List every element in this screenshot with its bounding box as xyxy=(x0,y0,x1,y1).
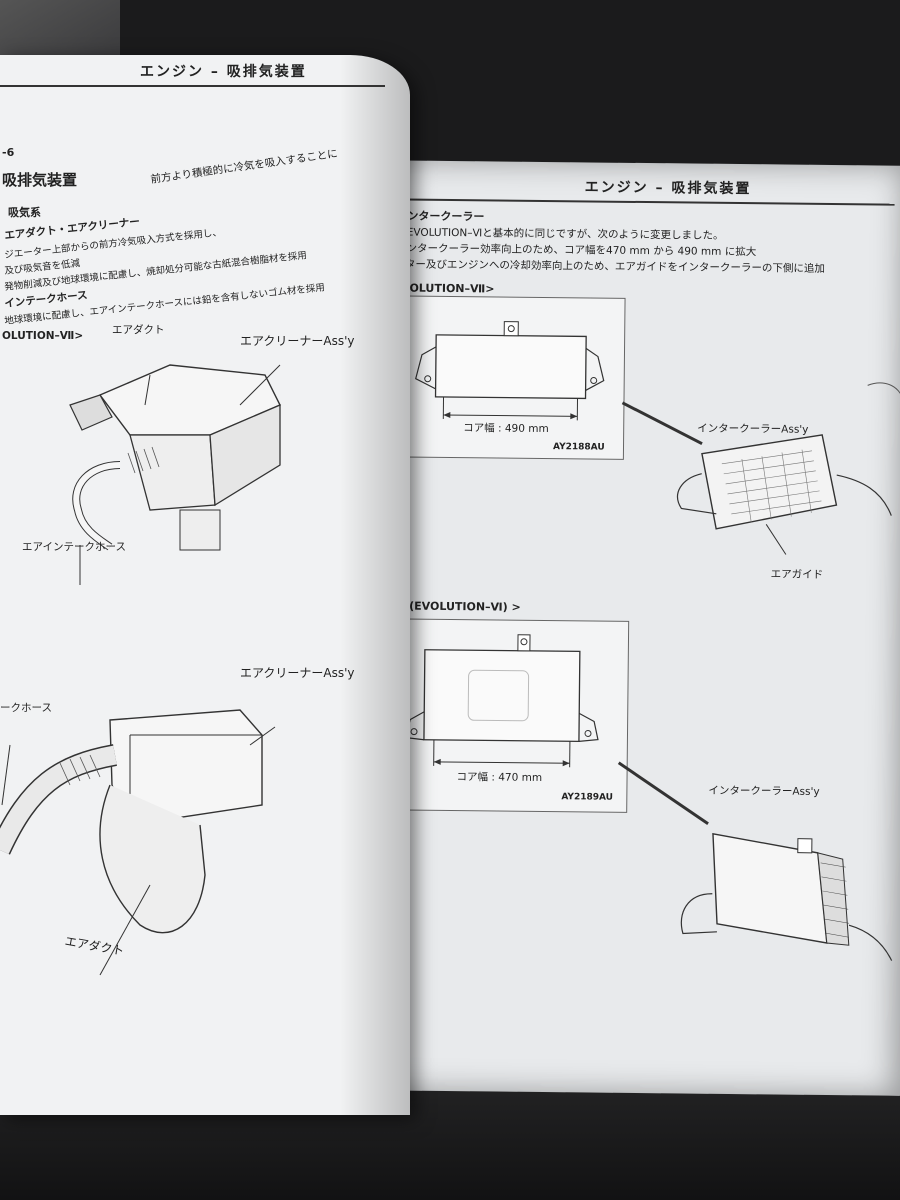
left-subsection-title: 吸気系 xyxy=(8,206,41,219)
item1-line-2: 及び吸気音を低減 xyxy=(3,258,81,277)
left-header-rule xyxy=(0,85,385,87)
core-width-label-470: コア幅 : 470 mm xyxy=(456,771,543,784)
intercooler-perspective-new xyxy=(621,382,900,555)
left-section-title: 吸排気装置 xyxy=(2,171,78,189)
left-page-number: -6 xyxy=(2,146,15,159)
item-intake-hose-title: インテークホース xyxy=(3,289,89,310)
left-page: エンジン – 吸排気装置 -6 吸排気装置 前方より積極的に冷気を吸入することに… xyxy=(0,55,410,1115)
intercooler-figure-box-base: コア幅 : 470 mm AY2189AU xyxy=(370,618,630,813)
figure-code-ay2188au: AY2188AU xyxy=(552,442,605,453)
left-page-header: エンジン – 吸排気装置 xyxy=(140,64,307,80)
right-page: エンジン – 吸排気装置 インタークーラー のEVOLUTION–Ⅵと基本的に同… xyxy=(345,160,900,1096)
air-cleaner-drawing-new xyxy=(69,364,281,585)
label-intercooler-assy-bottom: インタークーラーAss'y xyxy=(708,784,820,798)
label-air-cleaner-assy-bottom: エアクリーナーAss'y xyxy=(240,666,355,680)
label-air-duct-top: エアダクト xyxy=(112,324,165,336)
intercooler-490-drawing xyxy=(415,321,605,421)
right-text-line-1: のEVOLUTION–Ⅵと基本的に同じですが、次のように変更しました。 xyxy=(396,226,724,242)
intercooler-470-drawing xyxy=(405,634,599,768)
core-width-label-490: コア幅 : 490 mm xyxy=(463,422,549,436)
label-intake-hose-bottom: ークホース xyxy=(0,702,52,714)
right-text-line-3: ジエター及びエンジンへの冷却効率向上のため、エアガイドをインタークーラーの下側に… xyxy=(383,258,825,275)
right-page-header: エンジン – 吸排気装置 xyxy=(584,179,752,198)
label-intercooler-assy-top: インタークーラーAss'y xyxy=(697,422,809,436)
intercooler-perspective-base xyxy=(617,761,893,961)
label-air-intake-hose-top: エアインテークホース xyxy=(22,541,126,553)
right-header-rule xyxy=(394,198,895,206)
right-text-line-2: インタークーラー効率向上のため、コア幅を470 mm から 490 mm に拡大 xyxy=(396,242,757,259)
air-cleaner-drawing-base xyxy=(0,709,276,976)
left-intro-line: 前方より積極的に冷気を吸入することに xyxy=(149,147,339,186)
label-air-guide: エアガイド xyxy=(770,568,824,581)
label-air-cleaner-assy-top: エアクリーナーAss'y xyxy=(240,334,355,348)
figure-code-ay2189au: AY2189AU xyxy=(561,792,614,803)
intercooler-figure-box-new: コア幅 : 490 mm AY2188AU xyxy=(391,295,626,460)
left-model-label: OLUTION–Ⅶ> xyxy=(2,330,84,342)
